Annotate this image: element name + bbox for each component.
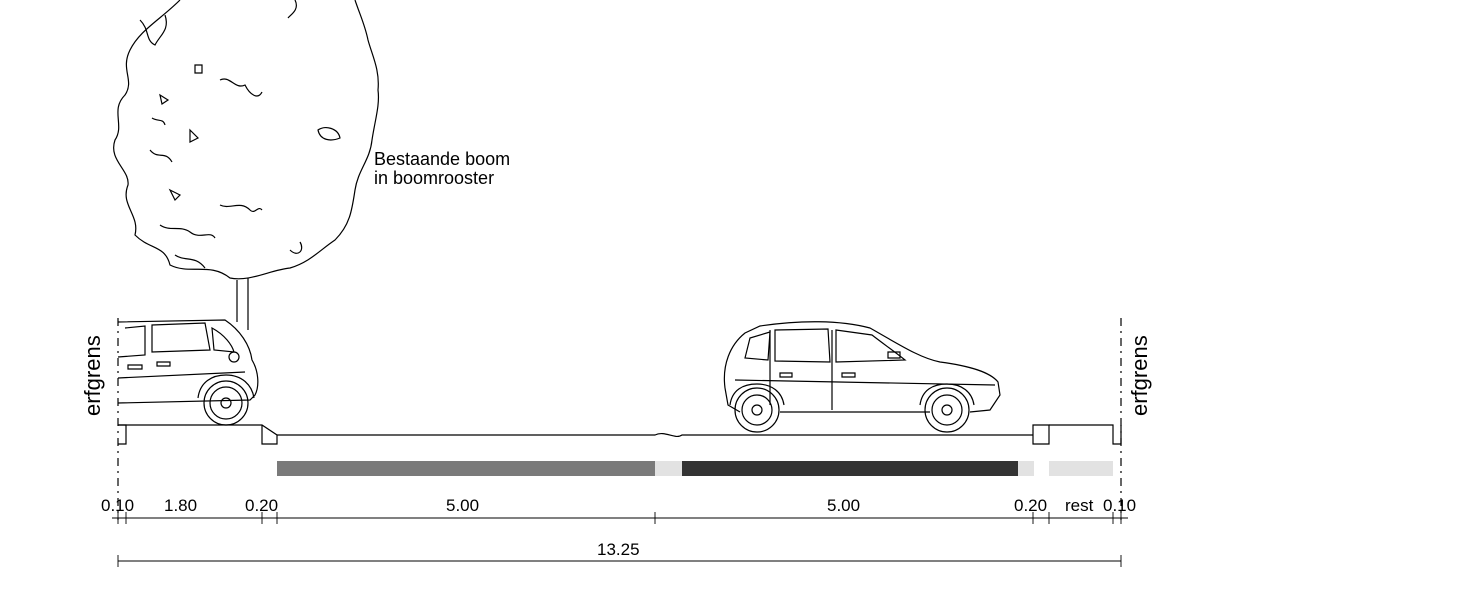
lane-bar-right	[682, 461, 1018, 476]
lane-bar-rest	[1049, 461, 1113, 476]
road-profile	[118, 424, 1122, 445]
total-dimension-label: 13.25	[597, 540, 640, 559]
tree-label-line1: Bestaande boom	[374, 149, 510, 169]
total-dimension-line	[117, 555, 1122, 567]
dim-label: 1.80	[164, 496, 197, 515]
lane-bar-left	[277, 461, 655, 476]
dim-label: 5.00	[446, 496, 479, 515]
dim-label: 0.20	[1014, 496, 1047, 515]
tree-icon	[113, 0, 380, 330]
dim-label: 0.10	[1103, 496, 1136, 515]
driving-car-icon	[723, 321, 1001, 433]
right-boundary-label: erfgrens	[1127, 335, 1152, 416]
segment-dimension-line	[112, 512, 1128, 524]
tree-label-line2: in boomrooster	[374, 168, 494, 188]
dim-label: 0.20	[245, 496, 278, 515]
left-boundary-label: erfgrens	[80, 335, 105, 416]
parked-car-icon	[117, 319, 259, 426]
lane-bar-center-light	[655, 461, 682, 476]
dim-label: 0.10	[101, 496, 134, 515]
lane-bar-right-light	[1018, 461, 1034, 476]
dim-label: rest	[1065, 496, 1094, 515]
dim-label: 5.00	[827, 496, 860, 515]
